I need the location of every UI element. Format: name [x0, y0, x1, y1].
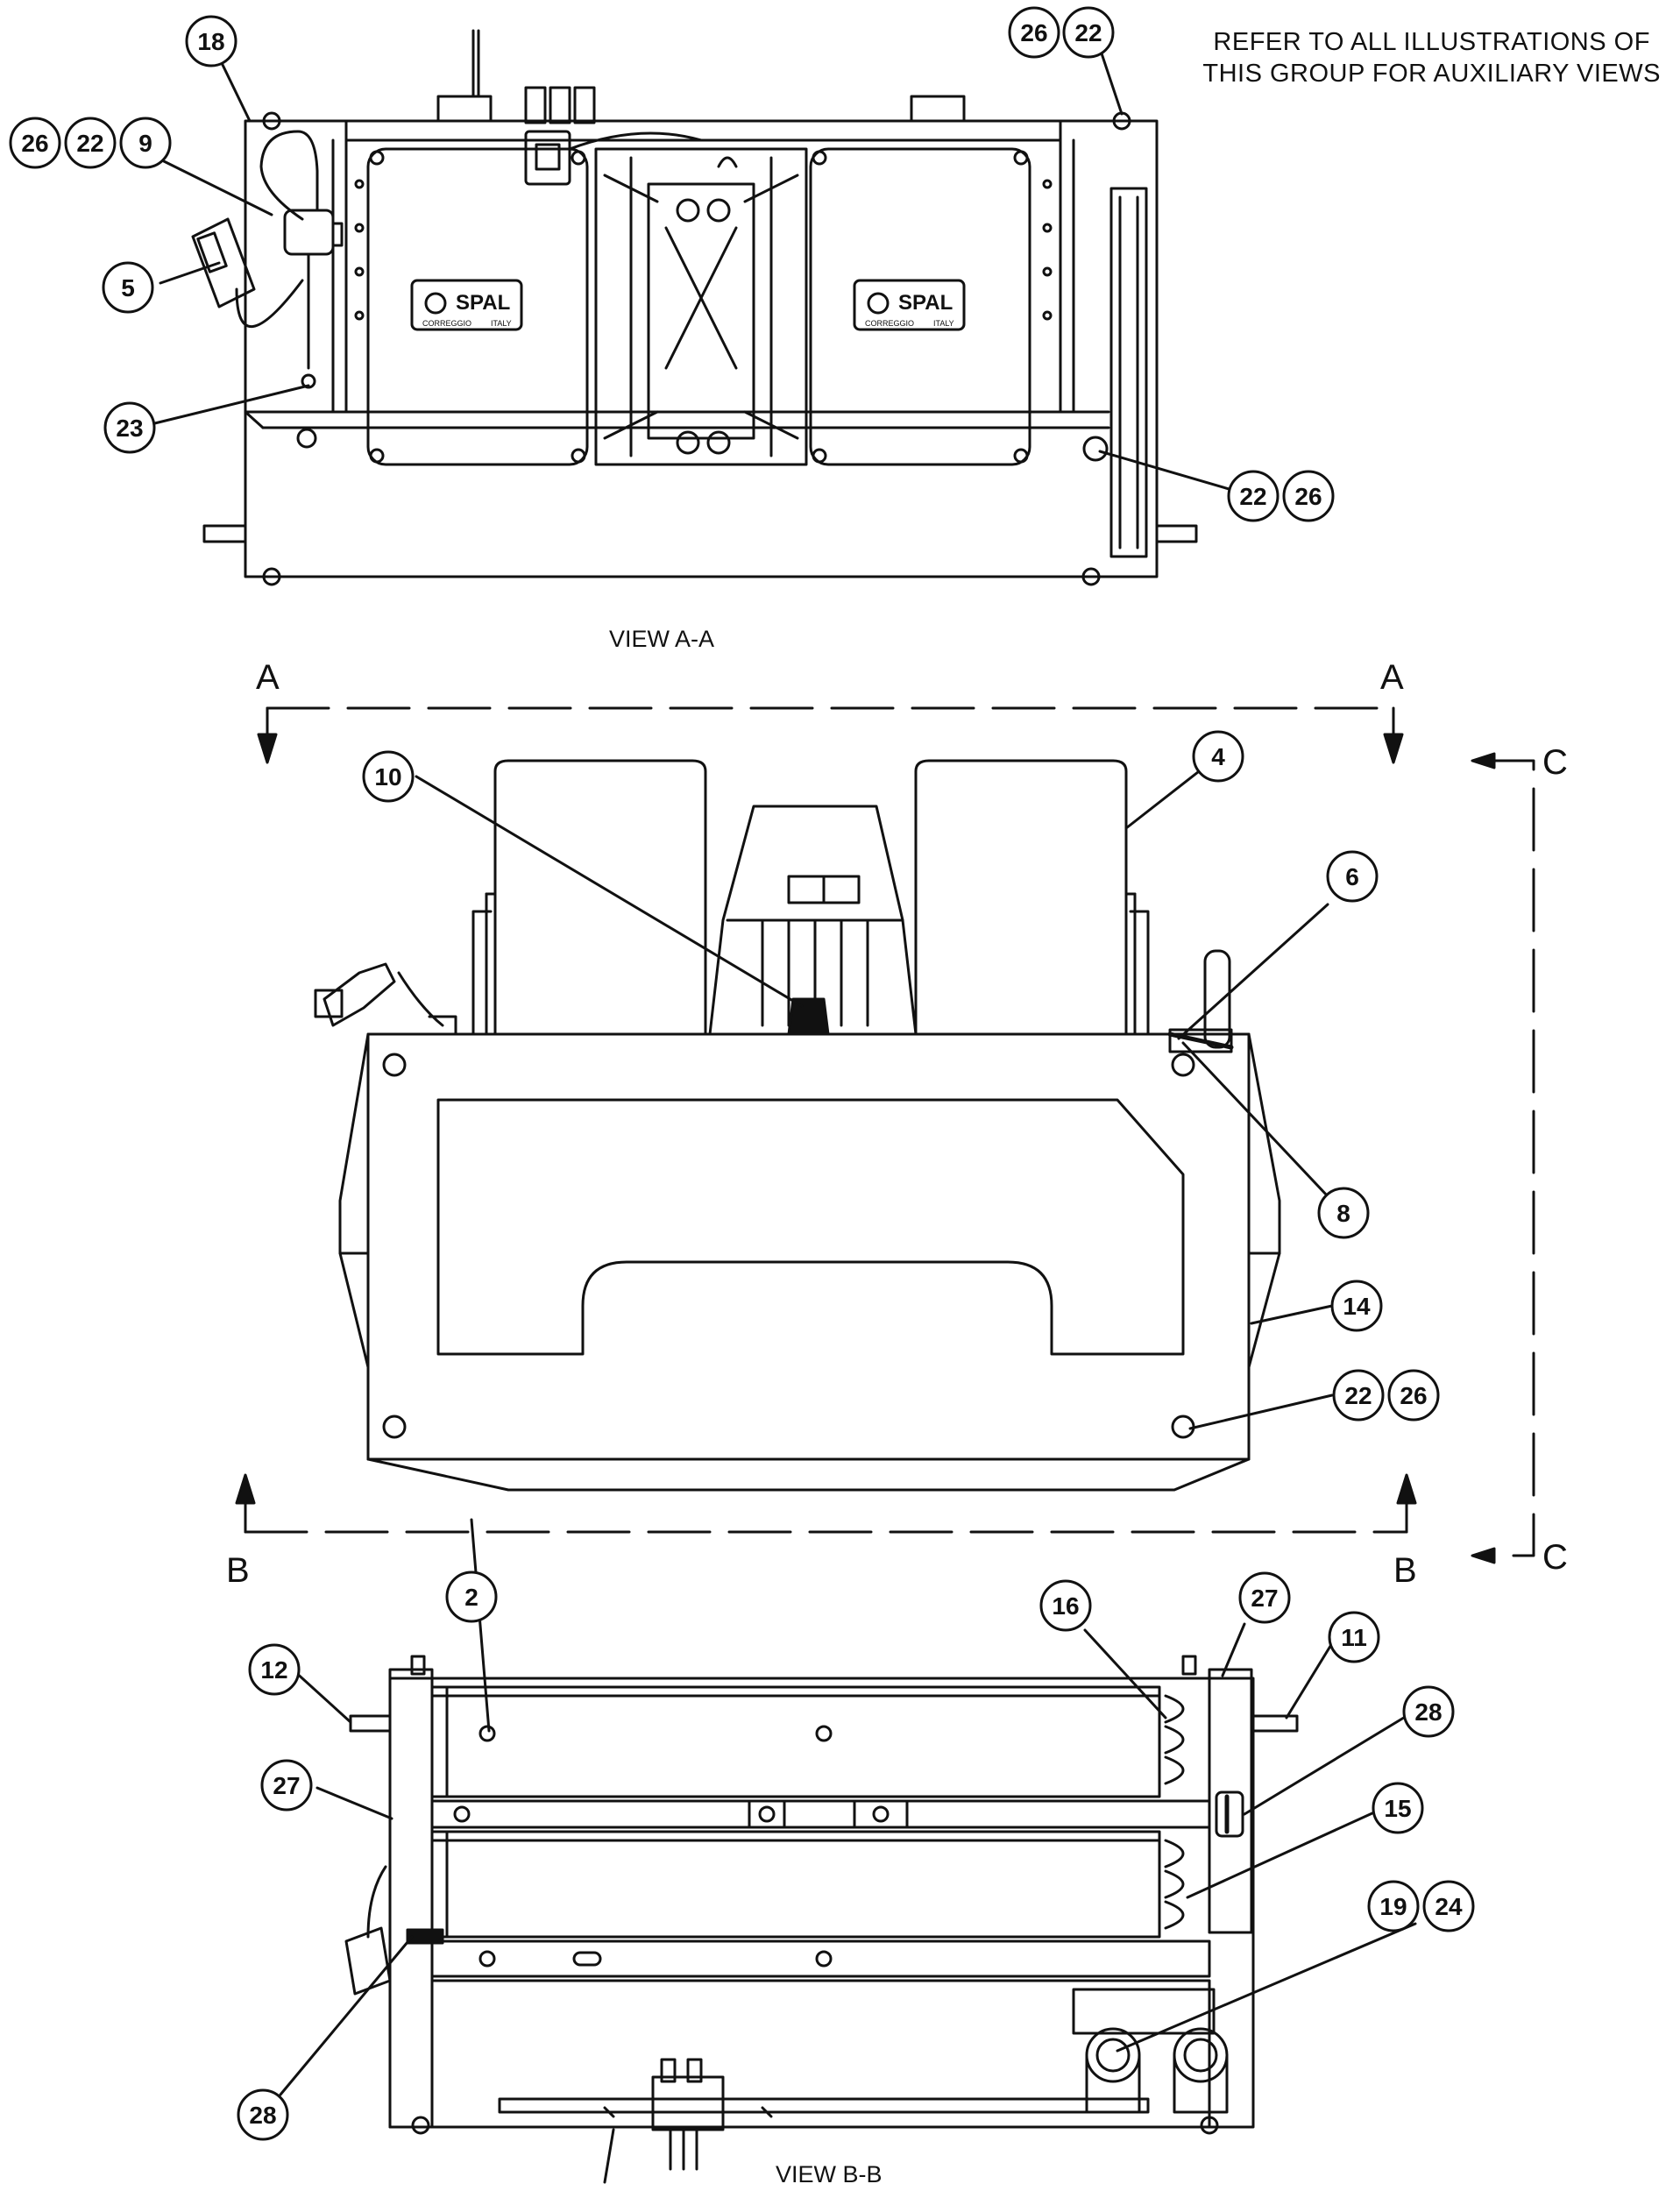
spal-origin-left-b: ITALY [491, 319, 512, 328]
section-b-left: B [226, 1551, 250, 1590]
section-a-right: A [1380, 658, 1404, 697]
section-b-right: B [1393, 1551, 1417, 1590]
callout-14: 14 [1330, 1280, 1383, 1332]
svg-text:22: 22 [1074, 19, 1102, 46]
svg-text:26: 26 [1400, 1382, 1427, 1409]
callout-10: 10 [362, 750, 415, 803]
svg-text:8: 8 [1336, 1200, 1350, 1227]
svg-text:24: 24 [1435, 1893, 1463, 1920]
svg-text:23: 23 [116, 415, 143, 442]
callout-27-top: 27 [1238, 1571, 1291, 1624]
svg-text:28: 28 [1414, 1698, 1442, 1726]
note-line-2: THIS GROUP FOR AUXILIARY VIEWS [1202, 60, 1661, 88]
svg-text:5: 5 [121, 274, 135, 301]
svg-text:19: 19 [1379, 1893, 1407, 1920]
callout-8: 8 [1317, 1187, 1370, 1239]
main-panel [366, 1032, 1251, 1461]
auxiliary-views-note: REFER TO ALL ILLUSTRATIONS OF THIS GROUP… [1202, 26, 1661, 89]
svg-text:6: 6 [1345, 863, 1359, 890]
left-motor-cover [366, 147, 589, 466]
callout-27-left: 27 [260, 1759, 313, 1812]
callout-26-mid: 26 [1387, 1369, 1440, 1422]
svg-text:26: 26 [1294, 483, 1322, 510]
spal-logo-left: SPAL [456, 291, 510, 315]
callout-9: 9 [119, 117, 172, 169]
svg-text:14: 14 [1343, 1293, 1371, 1320]
leader-lines [128, 33, 1417, 2096]
connector-body [191, 217, 256, 308]
view-a-a [191, 29, 1198, 586]
middle-view [314, 759, 1281, 1492]
callout-22-left: 22 [64, 117, 117, 169]
callout-4: 4 [1192, 730, 1244, 783]
panel-cutout [436, 1098, 1185, 1356]
spal-origin-right-a: CORREGGIO [865, 319, 914, 328]
svg-text:26: 26 [21, 130, 48, 157]
spal-logo-right: SPAL [898, 291, 953, 315]
callout-5: 5 [102, 261, 154, 314]
svg-text:2: 2 [464, 1584, 478, 1611]
svg-text:22: 22 [1239, 483, 1266, 510]
svg-text:9: 9 [138, 130, 152, 157]
callout-23: 23 [103, 401, 156, 454]
section-a-left: A [256, 658, 280, 697]
section-lines [235, 706, 1535, 1564]
svg-text:28: 28 [249, 2102, 276, 2129]
svg-text:10: 10 [374, 763, 401, 791]
view-b-b [344, 1655, 1299, 2184]
svg-text:12: 12 [260, 1656, 287, 1684]
callout-26-left: 26 [9, 117, 61, 169]
callout-6: 6 [1326, 850, 1379, 903]
callout-26-a: 26 [1282, 470, 1335, 522]
section-c-bottom: C [1542, 1538, 1568, 1577]
svg-text:27: 27 [273, 1772, 300, 1799]
callout-18: 18 [185, 15, 237, 67]
view-a-a-label: VIEW A-A [609, 626, 714, 652]
svg-text:27: 27 [1251, 1585, 1278, 1612]
svg-text:22: 22 [1344, 1382, 1372, 1409]
svg-text:4: 4 [1211, 743, 1225, 770]
svg-text:26: 26 [1020, 19, 1047, 46]
note-line-1: REFER TO ALL ILLUSTRATIONS OF [1213, 28, 1650, 56]
callout-15: 15 [1372, 1782, 1424, 1834]
spal-origin-left-a: CORREGGIO [422, 319, 471, 328]
view-b-b-label: VIEW B-B [776, 2161, 883, 2187]
spal-origin-right-b: ITALY [933, 319, 954, 328]
callout-12: 12 [248, 1643, 301, 1696]
callout-11: 11 [1328, 1611, 1380, 1663]
right-motor-cover [809, 147, 1031, 466]
svg-text:18: 18 [197, 28, 224, 55]
callout-2: 2 [445, 1571, 498, 1623]
svg-text:22: 22 [76, 130, 103, 157]
housing-outline [244, 119, 1159, 578]
callout-22-a: 22 [1227, 470, 1279, 522]
section-c-top: C [1542, 743, 1568, 782]
sensor-wire [259, 130, 319, 221]
callout-16: 16 [1039, 1579, 1092, 1632]
callout-28-right: 28 [1402, 1685, 1455, 1738]
callout-22-mid: 22 [1332, 1369, 1385, 1422]
callouts: 18 26 22 26 22 9 5 23 22 26 10 4 6 8 14 … [9, 6, 1475, 2141]
callout-22-top: 22 [1062, 6, 1115, 59]
callout-19: 19 [1367, 1880, 1420, 1932]
frame-outline [388, 1677, 1255, 2129]
svg-text:15: 15 [1384, 1795, 1411, 1822]
callout-24: 24 [1422, 1880, 1475, 1932]
callout-28-bottom: 28 [237, 2088, 289, 2141]
callout-26-top: 26 [1008, 6, 1060, 59]
svg-text:11: 11 [1341, 1624, 1367, 1651]
svg-text:16: 16 [1052, 1592, 1079, 1620]
